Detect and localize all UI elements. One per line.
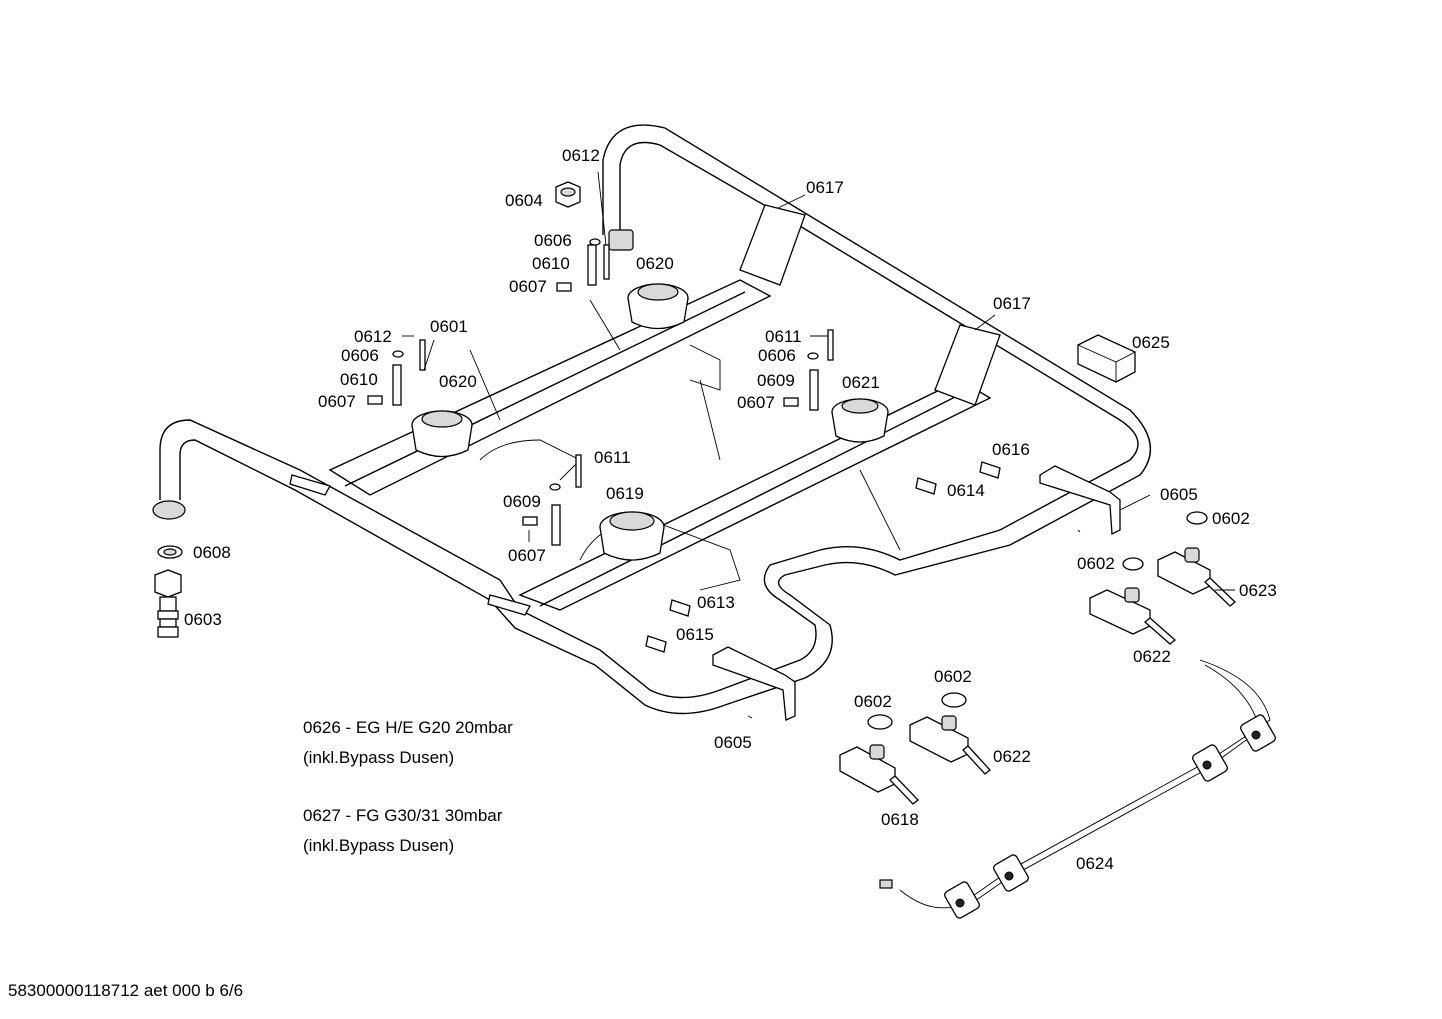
label-0606-right: 0606: [758, 346, 796, 365]
note-0627-line2: (inkl.Bypass Dusen): [303, 836, 455, 855]
harness-clip-2: [1192, 744, 1228, 782]
valve-0622-right: [1089, 587, 1177, 645]
label-0625: 0625: [1132, 333, 1170, 352]
washer-0606-right: [807, 352, 819, 360]
thermocouple-0609-right: [809, 369, 819, 411]
thermocouple-0609-front: [551, 504, 561, 546]
electrode-0611-front: [575, 454, 582, 488]
leader-lines: [402, 171, 1235, 719]
burner-cup-0619: [599, 511, 665, 561]
valve-0623: [1157, 547, 1236, 607]
nut-0602-b: [1122, 557, 1144, 571]
bracket-0605-front: [712, 646, 796, 721]
bracket-0605-right: [1039, 465, 1121, 536]
valve-0618: [839, 744, 919, 805]
note-0627-line1: 0627 - FG G30/31 30mbar: [303, 806, 503, 825]
label-0623: 0623: [1239, 581, 1277, 600]
washer-0608: [157, 545, 183, 559]
mounting-brackets: [289, 204, 1001, 616]
clip-0607-top: [556, 282, 572, 292]
label-0624: 0624: [1076, 854, 1114, 873]
clip-0607-front: [522, 516, 538, 526]
ignition-unit-0625: [1077, 334, 1136, 383]
label-0617-right: 0617: [993, 294, 1031, 313]
valve-0622-front: [909, 715, 991, 775]
washer-0606-left: [392, 350, 404, 358]
label-0602-c: 0602: [934, 667, 972, 686]
hose-connector-0603: [154, 569, 182, 638]
label-0618: 0618: [881, 810, 919, 829]
label-0605-front: 0605: [714, 733, 752, 752]
label-0621: 0621: [842, 373, 880, 392]
label-0607-top: 0607: [509, 277, 547, 296]
gas-pipe-frame: [152, 124, 1152, 715]
label-0622-right: 0622: [1133, 647, 1171, 666]
electrode-0611-right: [827, 329, 834, 361]
nut-0604: [555, 181, 581, 208]
label-0607-right: 0607: [737, 393, 775, 412]
label-0602-d: 0602: [854, 692, 892, 711]
note-0626-line2: (inkl.Bypass Dusen): [303, 748, 455, 767]
label-0610-left: 0610: [340, 370, 378, 389]
label-0608: 0608: [193, 543, 231, 562]
clip-0607-right: [783, 397, 799, 407]
electrode-0612-top: [603, 244, 610, 280]
label-0620-left: 0620: [439, 372, 477, 391]
label-0620-top: 0620: [636, 254, 674, 273]
label-0607-left: 0607: [318, 392, 356, 411]
nut-0602-c: [941, 692, 967, 708]
clip-0607-left: [367, 395, 383, 405]
label-0603: 0603: [184, 610, 222, 629]
document-footer: 58300000118712 aet 000 b 6/6: [8, 981, 244, 1000]
nut-0602-a: [1186, 511, 1208, 525]
label-0612-top: 0612: [562, 146, 600, 165]
injector-fittings: [645, 461, 1001, 653]
label-0615: 0615: [676, 625, 714, 644]
part-labels: 0612 0604 0617 0606 0610 0620 0607 0617 …: [184, 146, 1277, 873]
thermocouple-0610-left: [392, 364, 402, 406]
harness-clip-1: [1240, 714, 1276, 752]
burner-cup-0621: [831, 398, 889, 443]
note-0626-line1: 0626 - EG H/E G20 20mbar: [303, 718, 513, 737]
label-0606-left: 0606: [341, 346, 379, 365]
burner-cup-0620-top: [627, 283, 689, 330]
pipe-inlet-end: [152, 500, 186, 520]
label-0605-right: 0605: [1160, 485, 1198, 504]
label-0606-top: 0606: [534, 231, 572, 250]
label-0607-front: 0607: [508, 546, 546, 565]
harness-connector: [879, 879, 893, 889]
harness-clip-3: [993, 854, 1029, 892]
label-0614: 0614: [947, 481, 985, 500]
label-0602-a: 0602: [1212, 509, 1250, 528]
ignition-harness-0624: [879, 659, 1276, 919]
label-0609-front: 0609: [503, 492, 541, 511]
label-0613: 0613: [697, 593, 735, 612]
electrode-0601: [419, 339, 426, 371]
label-0601: 0601: [430, 317, 468, 336]
label-0610-top: 0610: [532, 254, 570, 273]
washer-0606-front: [549, 483, 561, 491]
label-0602-b: 0602: [1077, 554, 1115, 573]
label-0616: 0616: [992, 440, 1030, 459]
washer-0606-top: [589, 238, 601, 246]
label-0611-front: 0611: [594, 448, 631, 467]
label-0622-front: 0622: [993, 747, 1031, 766]
label-0617-top: 0617: [806, 178, 844, 197]
burner-rails: [328, 279, 992, 611]
thermocouple-0610-top: [587, 244, 597, 286]
burner-cup-0620-left: [411, 410, 473, 458]
pipe-top-nut: [608, 229, 634, 251]
harness-clip-4: [944, 881, 980, 919]
label-0604: 0604: [505, 191, 543, 210]
label-0611-right: 0611: [765, 327, 802, 346]
label-0619: 0619: [606, 484, 644, 503]
label-0609-right: 0609: [757, 371, 795, 390]
nut-0602-d: [867, 714, 893, 730]
electrodes: [367, 238, 834, 546]
label-0612-left: 0612: [354, 327, 392, 346]
nuts-0602: [867, 511, 1208, 730]
